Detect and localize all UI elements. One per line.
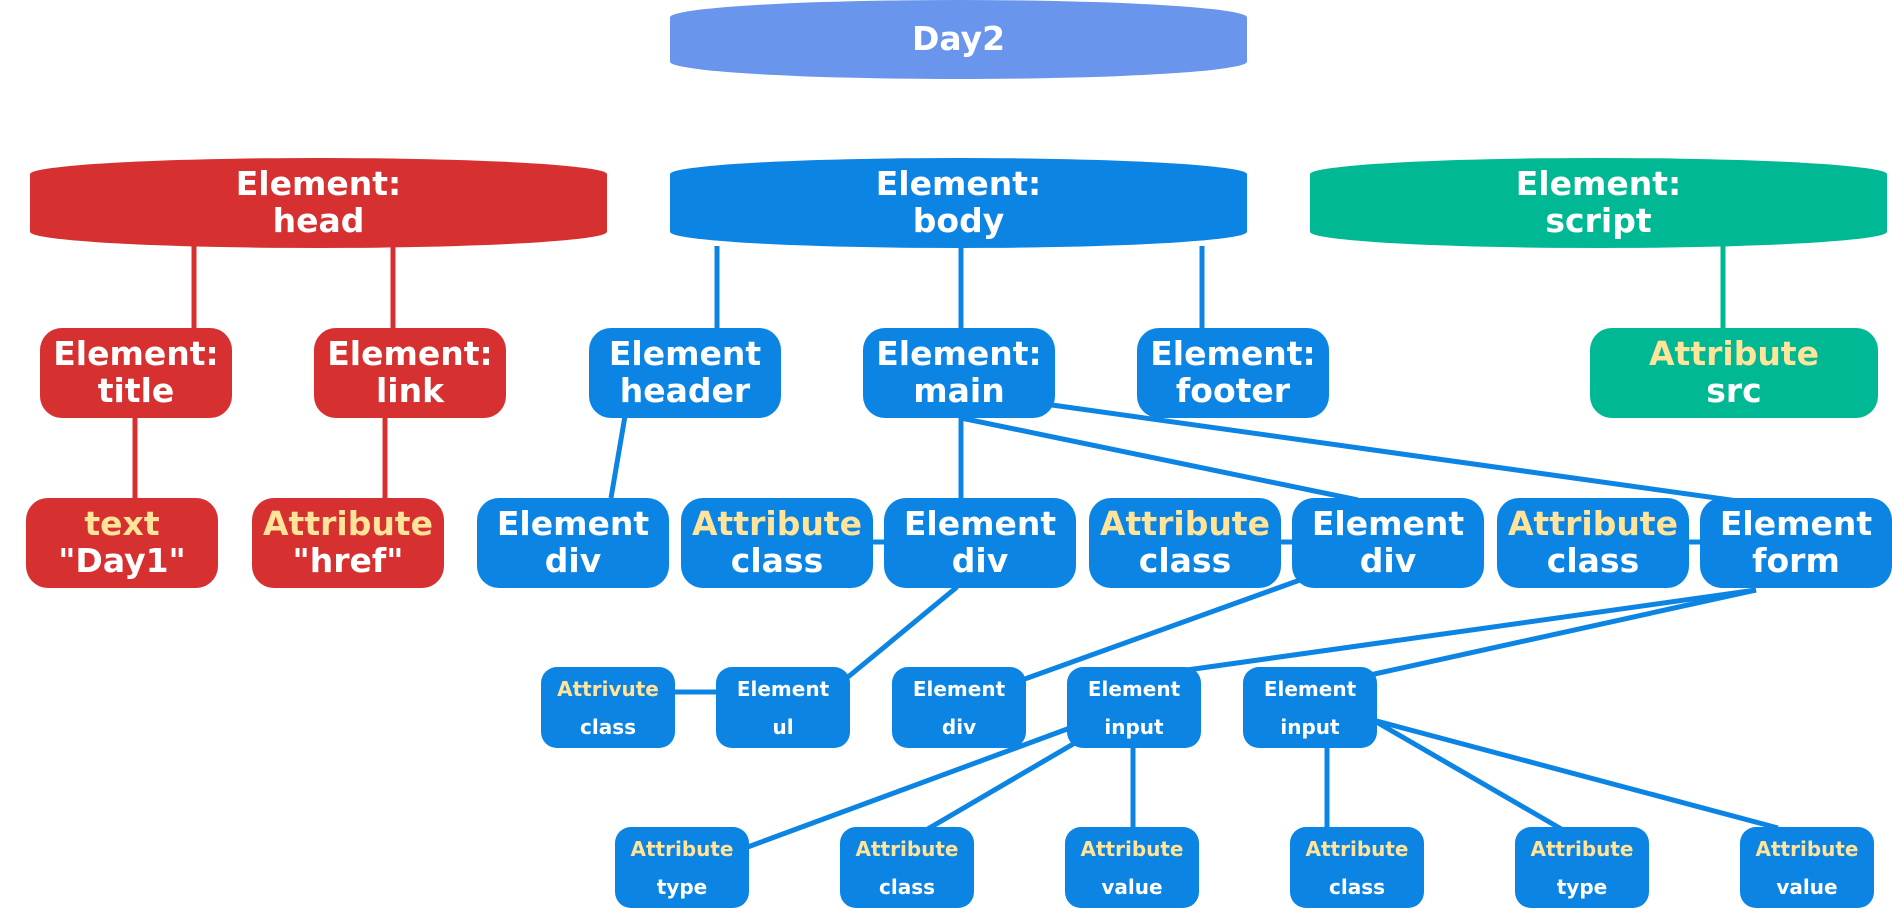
node-text-day1: text "Day1" <box>26 498 218 588</box>
edge-input-a-type <box>744 725 1071 851</box>
node-attribute-class-input-2: Attribute class <box>1290 827 1424 908</box>
node-element-title: Element: title <box>40 328 232 418</box>
node-attribute-href: Attribute "href" <box>252 498 444 588</box>
node-element-header: Element header <box>589 328 781 418</box>
edge-form-input-b <box>1369 587 1757 678</box>
node-label-kind: Element: <box>235 164 402 204</box>
edge-form-input-a <box>1186 587 1757 673</box>
node-element-input-2: Element input <box>1243 667 1377 748</box>
node-attribute-type-2: Attribute type <box>1515 827 1649 908</box>
node-attribute-value-1: Attribute value <box>1065 827 1199 908</box>
edge-main-div-c <box>960 415 1359 503</box>
node-element-footer: Element: footer <box>1137 328 1329 418</box>
node-label-name: body <box>912 201 1005 240</box>
node-attribute-class-input-1: Attribute class <box>840 827 974 908</box>
node-attribute-type-1: Attribute type <box>615 827 749 908</box>
node-label-name: head <box>272 201 365 240</box>
node-element-head: Element: head <box>30 158 607 248</box>
node-label-kind: Element: <box>875 164 1042 204</box>
node-element-div-header: Element div <box>477 498 669 588</box>
edge-input-b-type <box>1371 717 1565 833</box>
node-element-div-main: Element div <box>884 498 1076 588</box>
edge-input-b-value <box>1372 717 1779 831</box>
node-element-link: Element: link <box>314 328 506 418</box>
edge-header-div <box>608 415 628 499</box>
node-attribute-class-1: Attribute class <box>681 498 873 588</box>
node-element-div-section: Element div <box>1292 498 1484 588</box>
edge-div-b-ul <box>846 585 959 679</box>
node-element-input-1: Element input <box>1067 667 1201 748</box>
node-label-kind: Element: <box>1515 164 1682 204</box>
edge-input-a-class <box>924 737 1082 833</box>
node-element-ul: Element ul <box>716 667 850 748</box>
node-element-main: Element: main <box>863 328 1055 418</box>
node-label-name: script <box>1545 201 1652 240</box>
node-attribute-class-2: Attribute class <box>1089 498 1281 588</box>
node-attribute-class-ul: Attrivute class <box>541 667 675 748</box>
node-attribute-src: Attribute src <box>1590 328 1878 418</box>
node-attribute-value-2: Attribute value <box>1740 827 1874 908</box>
node-element-form: Element form <box>1700 498 1892 588</box>
node-element-script: Element: script <box>1310 158 1887 248</box>
node-element-body: Element: body <box>670 158 1247 248</box>
edge-div-c-div-d <box>1021 577 1301 683</box>
node-element-div-inner: Element div <box>892 667 1026 748</box>
diagram-title: Day2 <box>670 0 1247 79</box>
edge-main-form <box>1051 402 1746 505</box>
node-attribute-class-3: Attribute class <box>1497 498 1689 588</box>
